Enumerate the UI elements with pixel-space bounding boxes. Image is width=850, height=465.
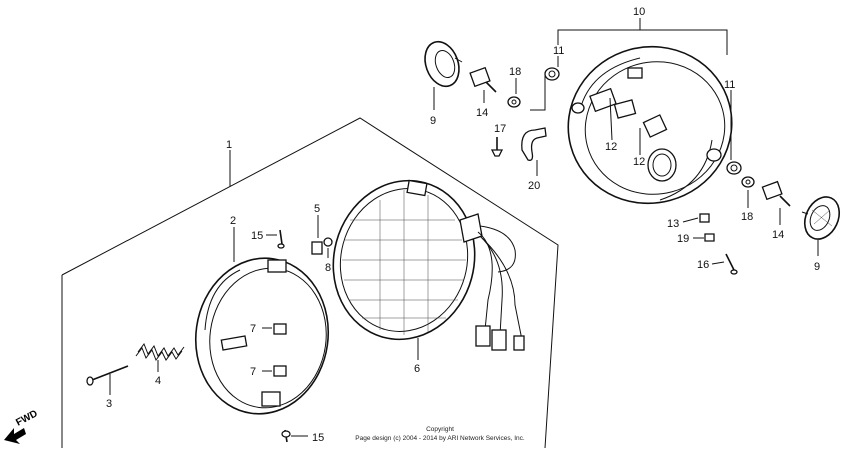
forward-arrow: FWD — [4, 408, 40, 444]
label-part-18a: 18 — [509, 66, 521, 78]
copyright-line-1: Copyright — [426, 426, 454, 433]
label-part-9b: 9 — [814, 261, 820, 273]
label-part-12b: 12 — [633, 156, 645, 168]
label-part-11b: 11 — [724, 79, 735, 91]
label-part-10: 10 — [633, 6, 645, 18]
screw-17 — [490, 137, 504, 157]
label-part-7a: 7 — [250, 323, 256, 335]
label-part-15b: 15 — [312, 432, 324, 444]
sealed-beam-unit — [332, 179, 525, 360]
label-part-1: 1 — [226, 139, 232, 151]
screw-16 — [711, 253, 738, 275]
nut-13 — [682, 213, 710, 223]
label-part-14b: 14 — [772, 229, 784, 241]
assembly-bracket-1 — [61, 117, 559, 449]
screw-15-bottom — [281, 429, 308, 443]
label-part-7b: 7 — [250, 366, 256, 378]
grommet-left — [424, 40, 463, 110]
label-part-19: 19 — [677, 233, 689, 245]
spring-4 — [135, 342, 185, 372]
collar-right — [726, 90, 742, 175]
label-part-2: 2 — [230, 215, 236, 227]
label-part-16: 16 — [697, 259, 709, 271]
label-part-13: 13 — [667, 218, 679, 230]
adjusting-screw-3 — [86, 365, 129, 395]
headlight-case — [567, 45, 733, 205]
headlight-rim — [194, 227, 330, 415]
label-part-3: 3 — [106, 398, 112, 410]
clamp-20 — [521, 127, 547, 176]
label-part-11a: 11 — [553, 45, 564, 57]
label-part-4: 4 — [155, 375, 161, 387]
screw-19 — [693, 233, 715, 242]
nut-5 — [311, 215, 323, 255]
adjusting-nut-7a — [262, 323, 287, 335]
label-part-18b: 18 — [741, 211, 753, 223]
label-part-8: 8 — [325, 262, 331, 274]
label-part-6: 6 — [414, 363, 420, 375]
screw-15-top — [266, 229, 285, 249]
fwd-label: FWD — [14, 408, 39, 428]
label-part-14a: 14 — [476, 107, 488, 119]
label-part-9a: 9 — [430, 115, 436, 127]
label-part-17: 17 — [494, 123, 506, 135]
grommet-right — [801, 196, 841, 256]
bolt-right — [761, 180, 791, 225]
copyright-notice: Copyright Page design (c) 2004 - 2014 by… — [355, 426, 525, 442]
label-part-12a: 12 — [605, 141, 617, 153]
bolt-left — [469, 66, 497, 103]
collar-left — [544, 56, 560, 81]
label-part-5: 5 — [314, 203, 320, 215]
part-labels: 1 2 3 4 5 6 7 7 8 9 9 10 11 11 12 12 13 … — [106, 6, 820, 444]
copyright-line-2: Page design (c) 2004 - 2014 by ARI Netwo… — [355, 435, 525, 442]
washer-left — [507, 78, 521, 108]
washer-right — [741, 176, 755, 208]
label-part-15a: 15 — [251, 230, 263, 242]
adjusting-nut-7b — [262, 365, 287, 377]
washer-8 — [323, 237, 333, 258]
label-part-20: 20 — [528, 180, 540, 192]
assembly-bracket-10 — [530, 18, 728, 111]
